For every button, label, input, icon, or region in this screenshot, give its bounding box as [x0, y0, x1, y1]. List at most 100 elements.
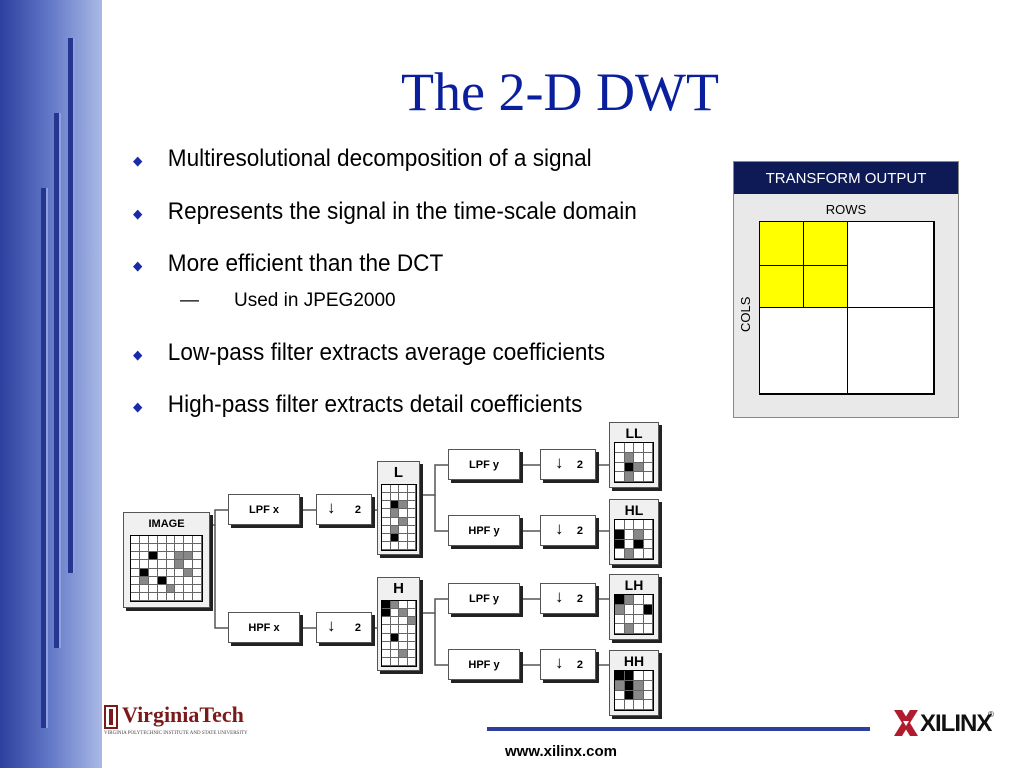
output-hh-grid: [614, 670, 654, 711]
pixel-cell: [643, 604, 653, 615]
pixel-cell: [184, 568, 194, 577]
bullet-text: Multiresolutional decomposition of a sig…: [167, 145, 592, 172]
pixel-cell: [399, 533, 408, 542]
pixel-cell: [390, 501, 399, 510]
subband-cell-ll-hh: [803, 265, 848, 308]
pixel-cell: [634, 700, 644, 710]
pixel-cell: [184, 536, 194, 545]
pixel-cell: [175, 552, 185, 561]
pixel-cell: [615, 462, 625, 473]
pixel-cell: [382, 633, 391, 642]
pixel-cell: [131, 576, 140, 585]
pixel-cell: [157, 536, 167, 545]
pixel-cell: [624, 452, 634, 463]
pixel-cell: [382, 649, 391, 658]
down-arrow-icon: ↓: [555, 587, 564, 606]
downsample-factor: 2: [354, 622, 361, 634]
pixel-cell: [634, 604, 644, 615]
pixel-cell: [634, 595, 644, 605]
pixel-cell: [131, 568, 140, 577]
pixel-cell: [615, 443, 625, 453]
pixel-cell: [148, 552, 158, 561]
pixel-cell: [131, 592, 140, 601]
pixel-cell: [139, 584, 149, 593]
pixel-cell: [166, 560, 176, 569]
pixel-cell: [139, 544, 149, 553]
pixel-cell: [166, 576, 176, 585]
pixel-cell: [615, 539, 625, 550]
pixel-cell: [407, 625, 416, 634]
pixel-cell: [407, 633, 416, 642]
pixel-cell: [407, 657, 416, 666]
downsample-box-ll: ↓ 2: [540, 449, 596, 480]
pixel-cell: [634, 680, 644, 691]
pixel-cell: [390, 625, 399, 634]
pixel-cell: [624, 604, 634, 615]
image-input-box: IMAGE: [123, 512, 210, 608]
hpf-y-box-low: HPF y: [448, 515, 520, 546]
down-arrow-icon: ↓: [555, 519, 564, 538]
lpf-y-box-low: LPF y: [448, 449, 520, 480]
pixel-cell: [643, 539, 653, 550]
pixel-cell: [193, 584, 202, 593]
pixel-cell: [139, 560, 149, 569]
pixel-cell: [643, 462, 653, 473]
pixel-cell: [399, 601, 408, 610]
pixel-cell: [634, 614, 644, 625]
pixel-cell: [399, 641, 408, 650]
h-label: H: [393, 580, 404, 597]
pixel-cell: [624, 614, 634, 625]
pixel-cell: [157, 576, 167, 585]
diamond-bullet-icon: ◆: [133, 258, 143, 273]
pixel-cell: [131, 584, 140, 593]
pixel-cell: [157, 592, 167, 601]
pixel-cell: [184, 544, 194, 553]
slide-title: The 2-D DWT: [401, 62, 719, 122]
pixel-cell: [643, 614, 653, 625]
pixel-cell: [624, 700, 634, 710]
pixel-cell: [148, 584, 158, 593]
pixel-cell: [390, 493, 399, 502]
pixel-cell: [407, 493, 416, 502]
pixel-cell: [615, 529, 625, 540]
pixel-cell: [382, 617, 391, 626]
pixel-cell: [184, 592, 194, 601]
pixel-cell: [148, 560, 158, 569]
pixel-cell: [382, 501, 391, 510]
downsample-factor: 2: [354, 504, 361, 516]
pixel-cell: [131, 536, 140, 545]
pixel-cell: [615, 604, 625, 615]
pixel-cell: [390, 485, 399, 494]
pixel-cell: [175, 576, 185, 585]
diamond-bullet-icon: ◆: [133, 347, 143, 362]
pixel-cell: [148, 536, 158, 545]
l-intermediate-box: L: [377, 461, 420, 555]
transform-output-header: TRANSFORM OUTPUT: [734, 162, 958, 194]
pixel-cell: [643, 472, 653, 482]
pixel-cell: [624, 529, 634, 540]
sidebar-bar-2: [54, 113, 61, 648]
subband-cell-hh: [847, 307, 934, 394]
xilinx-wordmark: XILINX: [920, 710, 992, 737]
pixel-cell: [131, 560, 140, 569]
pixel-cell: [184, 552, 194, 561]
hpf-x-box: HPF x: [228, 612, 300, 643]
pixel-cell: [166, 592, 176, 601]
pixel-cell: [643, 680, 653, 691]
pixel-cell: [390, 641, 399, 650]
pixel-cell: [139, 552, 149, 561]
transform-output-panel: TRANSFORM OUTPUT ROWS COLS: [733, 161, 959, 418]
pixel-cell: [166, 544, 176, 553]
dash-bullet-icon: —: [180, 290, 199, 311]
pixel-cell: [643, 595, 653, 605]
output-hh-label: HH: [623, 653, 645, 669]
pixel-cell: [643, 452, 653, 463]
pixel-cell: [399, 657, 408, 666]
pixel-cell: [193, 576, 202, 585]
downsample-factor: 2: [576, 525, 583, 537]
pixel-cell: [399, 617, 408, 626]
pixel-cell: [193, 544, 202, 553]
pixel-cell: [624, 539, 634, 550]
sidebar-bar-1: [68, 38, 75, 573]
pixel-cell: [382, 657, 391, 666]
